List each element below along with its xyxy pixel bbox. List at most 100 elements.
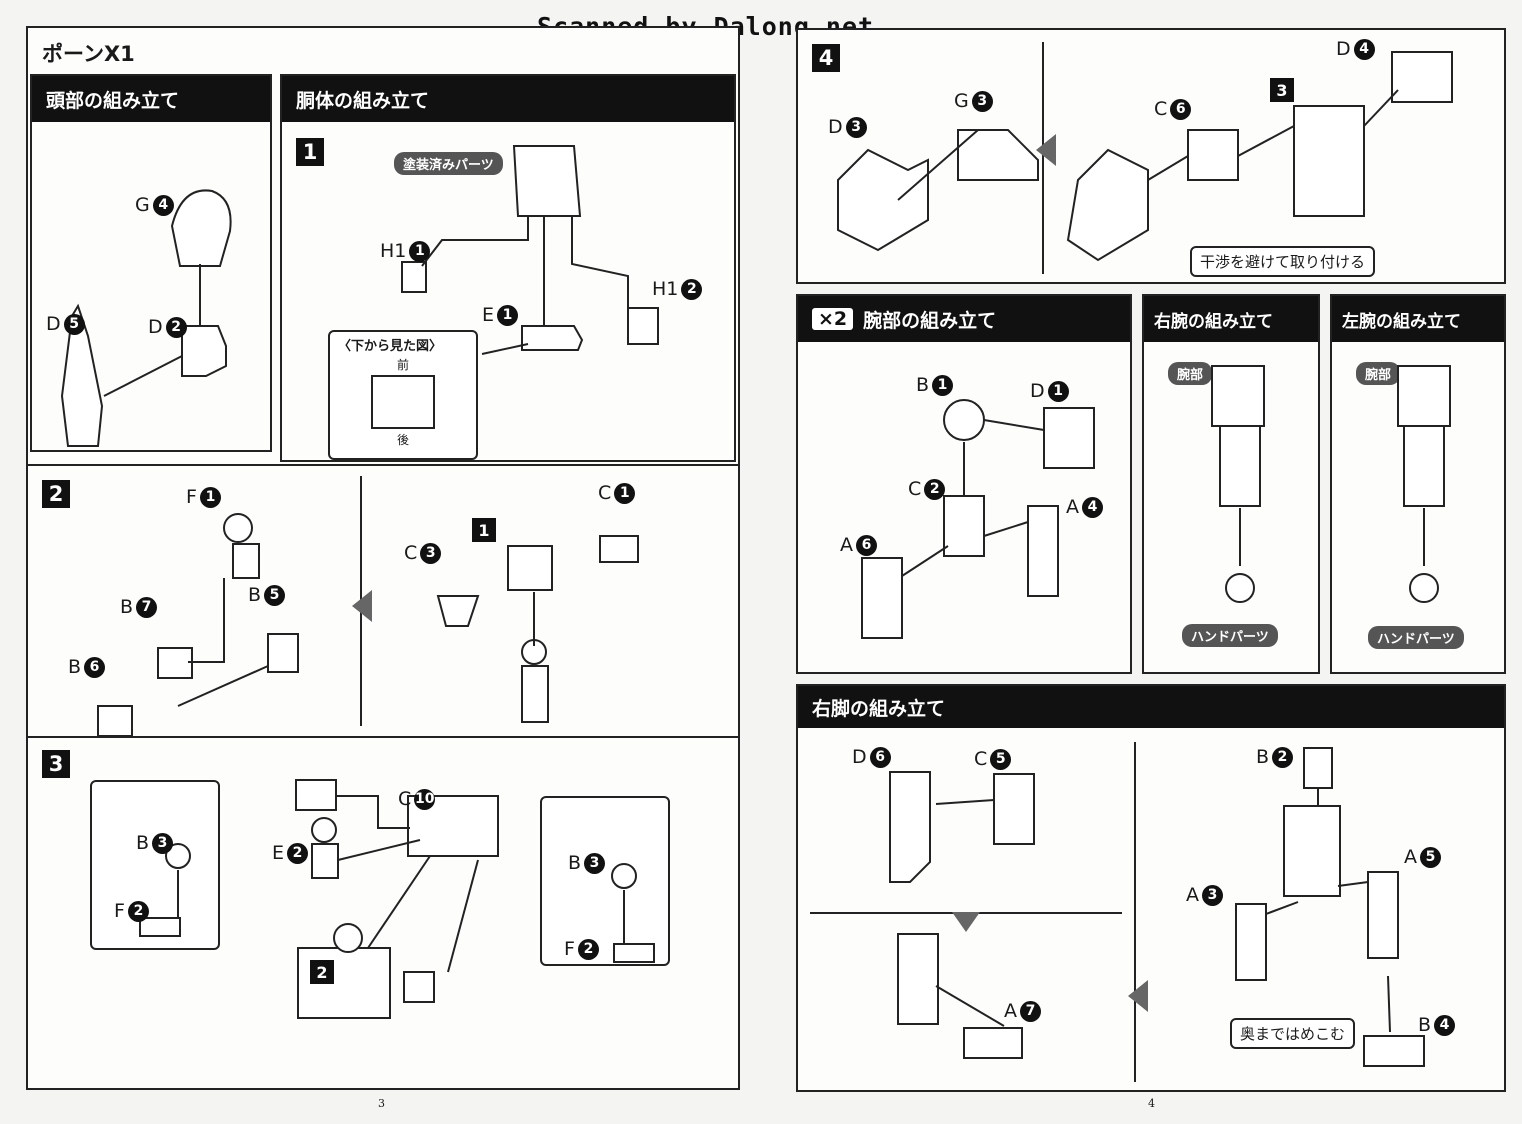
part-letter: G — [954, 90, 969, 112]
part-letter: B — [136, 832, 150, 854]
step2-part-B7: B 7 — [120, 596, 158, 618]
part-number: 2 — [287, 842, 309, 864]
part-number: 4 — [1353, 38, 1375, 60]
right-arm-title: 右腕の組み立て — [1144, 296, 1318, 342]
part-number: 7 — [1020, 1000, 1041, 1022]
front-label: 前 — [396, 358, 409, 372]
part-letter: C — [1154, 98, 1168, 120]
part-letter: B — [68, 656, 82, 678]
part-number: 1 — [1047, 380, 1069, 402]
step2-part-C1: C 1 — [598, 482, 636, 504]
step4-diagram — [837, 51, 1453, 262]
arm-panel: ×2 腕部の組み立て B 1 D 1 C 2 A 4 A 6 — [796, 294, 1132, 674]
step2-sub-step: 1 — [472, 518, 496, 542]
leg-part-B4: B 4 — [1418, 1014, 1456, 1036]
arm-header: ×2 腕部の組み立て — [798, 296, 1130, 342]
right-page-number: 4 — [1148, 1097, 1155, 1110]
part-number: 1 — [409, 240, 431, 262]
bottom-view-shape — [371, 375, 435, 429]
step4-number: 4 — [812, 44, 840, 72]
part-number: 6 — [869, 746, 891, 768]
step4-divider — [1042, 42, 1044, 274]
step3-number: 3 — [42, 750, 70, 778]
kit-title: ポーンX1 — [42, 42, 135, 66]
part-letter: E — [272, 842, 285, 864]
part-letter: D — [1336, 38, 1351, 60]
left-page: ポーンX1 頭部の組み立て G 4 D 2 D 5 胴体の組み立て 1 塗装済み… — [26, 26, 740, 1090]
step3-inset-right — [540, 796, 670, 966]
head-diagram — [60, 189, 232, 447]
part-letter: B — [916, 374, 930, 396]
body-diagram — [401, 145, 659, 355]
part-number: 1 — [199, 486, 221, 508]
part-number: 5 — [1420, 846, 1441, 868]
part-letter: B — [568, 852, 582, 874]
part-number: 3 — [845, 116, 867, 138]
step2-part-F: F 1 — [186, 486, 221, 508]
part-letter: A — [1404, 846, 1417, 868]
step2-diagram — [97, 513, 639, 736]
right-leg-diagram — [889, 747, 1425, 1067]
right-leg-title: 右脚の組み立て — [798, 686, 1504, 728]
step4-part-D4: D 4 — [1336, 38, 1375, 60]
step3-sub-step: 2 — [310, 960, 334, 984]
step2-panel: 2 1 F 1 B 7 B 5 — [28, 464, 738, 738]
arm-diagram — [861, 399, 1095, 639]
bottom-view-box: 〈下から見た図〉 前 後 — [328, 330, 478, 460]
left-arm-panel: 左腕の組み立て 腕部 ハンドパーツ — [1330, 294, 1506, 674]
part-letter: A — [1004, 1000, 1017, 1022]
head-part-D5: D 5 — [46, 313, 85, 335]
part-number: 3 — [584, 852, 606, 874]
part-letter: A — [1186, 884, 1199, 906]
leg-part-D6: D 6 — [852, 746, 891, 768]
step3-diagram — [139, 779, 655, 1019]
bottom-view-title: 〈下から見た図〉 — [338, 339, 443, 354]
body-part-H1-2: H1 2 — [652, 278, 703, 300]
step2-part-B5: B 5 — [248, 584, 286, 606]
part-letter: H1 — [380, 240, 407, 262]
arm-multiplier: ×2 — [812, 308, 854, 330]
step3-part-B3-left: B 3 — [136, 832, 174, 854]
head-part-D2: D 2 — [148, 316, 187, 338]
body-step-number: 1 — [296, 138, 324, 166]
step3-part-F2-left: F 2 — [114, 900, 149, 922]
head-section-title: 頭部の組み立て — [32, 76, 270, 122]
step3-part-B3-right: B 3 — [568, 852, 606, 874]
part-letter: A — [840, 534, 853, 556]
part-number: 3 — [971, 90, 993, 112]
head-section: 頭部の組み立て G 4 D 2 D 5 — [30, 74, 272, 452]
part-number: 6 — [856, 534, 877, 556]
step4-note: 干渉を避けて取り付ける — [1190, 246, 1376, 277]
part-number: 6 — [84, 656, 106, 678]
step4-part-D3: D 3 — [828, 116, 867, 138]
part-letter: F — [186, 486, 197, 508]
step3-part-F2-right: F 2 — [564, 938, 599, 960]
leg-part-A5: A 5 — [1404, 846, 1441, 868]
part-letter: D — [852, 746, 867, 768]
leg-part-B2: B 2 — [1256, 746, 1294, 768]
arm-title: 腕部の組み立て — [863, 309, 997, 332]
right-hand-label: ハンドパーツ — [1182, 624, 1278, 647]
body-section-title: 胴体の組み立て — [282, 76, 734, 122]
part-number: 4 — [152, 194, 174, 216]
leg-part-A3: A 3 — [1186, 884, 1223, 906]
part-number: 3 — [152, 832, 174, 854]
right-arm-label: 腕部 — [1168, 362, 1213, 385]
arm-part-A4: A 4 — [1066, 496, 1103, 518]
part-number: 1 — [497, 304, 519, 326]
part-number: 2 — [681, 278, 703, 300]
step2-part-B6: B 6 — [68, 656, 106, 678]
part-letter: B — [248, 584, 262, 606]
leg-divider-vertical — [1134, 742, 1136, 1082]
right-arm-diagram — [1211, 365, 1265, 603]
left-arm-title: 左腕の組み立て — [1332, 296, 1504, 342]
body-part-H1-1: H1 1 — [380, 240, 431, 262]
arm-part-C2: C 2 — [908, 478, 946, 500]
step2-number: 2 — [42, 480, 70, 508]
arm-part-B1: B 1 — [916, 374, 954, 396]
part-number: 3 — [420, 542, 442, 564]
step3-part-E2: E 2 — [272, 842, 309, 864]
part-letter: G — [135, 194, 150, 216]
part-letter: C — [974, 748, 988, 770]
step4-sub-step: 3 — [1270, 78, 1294, 102]
